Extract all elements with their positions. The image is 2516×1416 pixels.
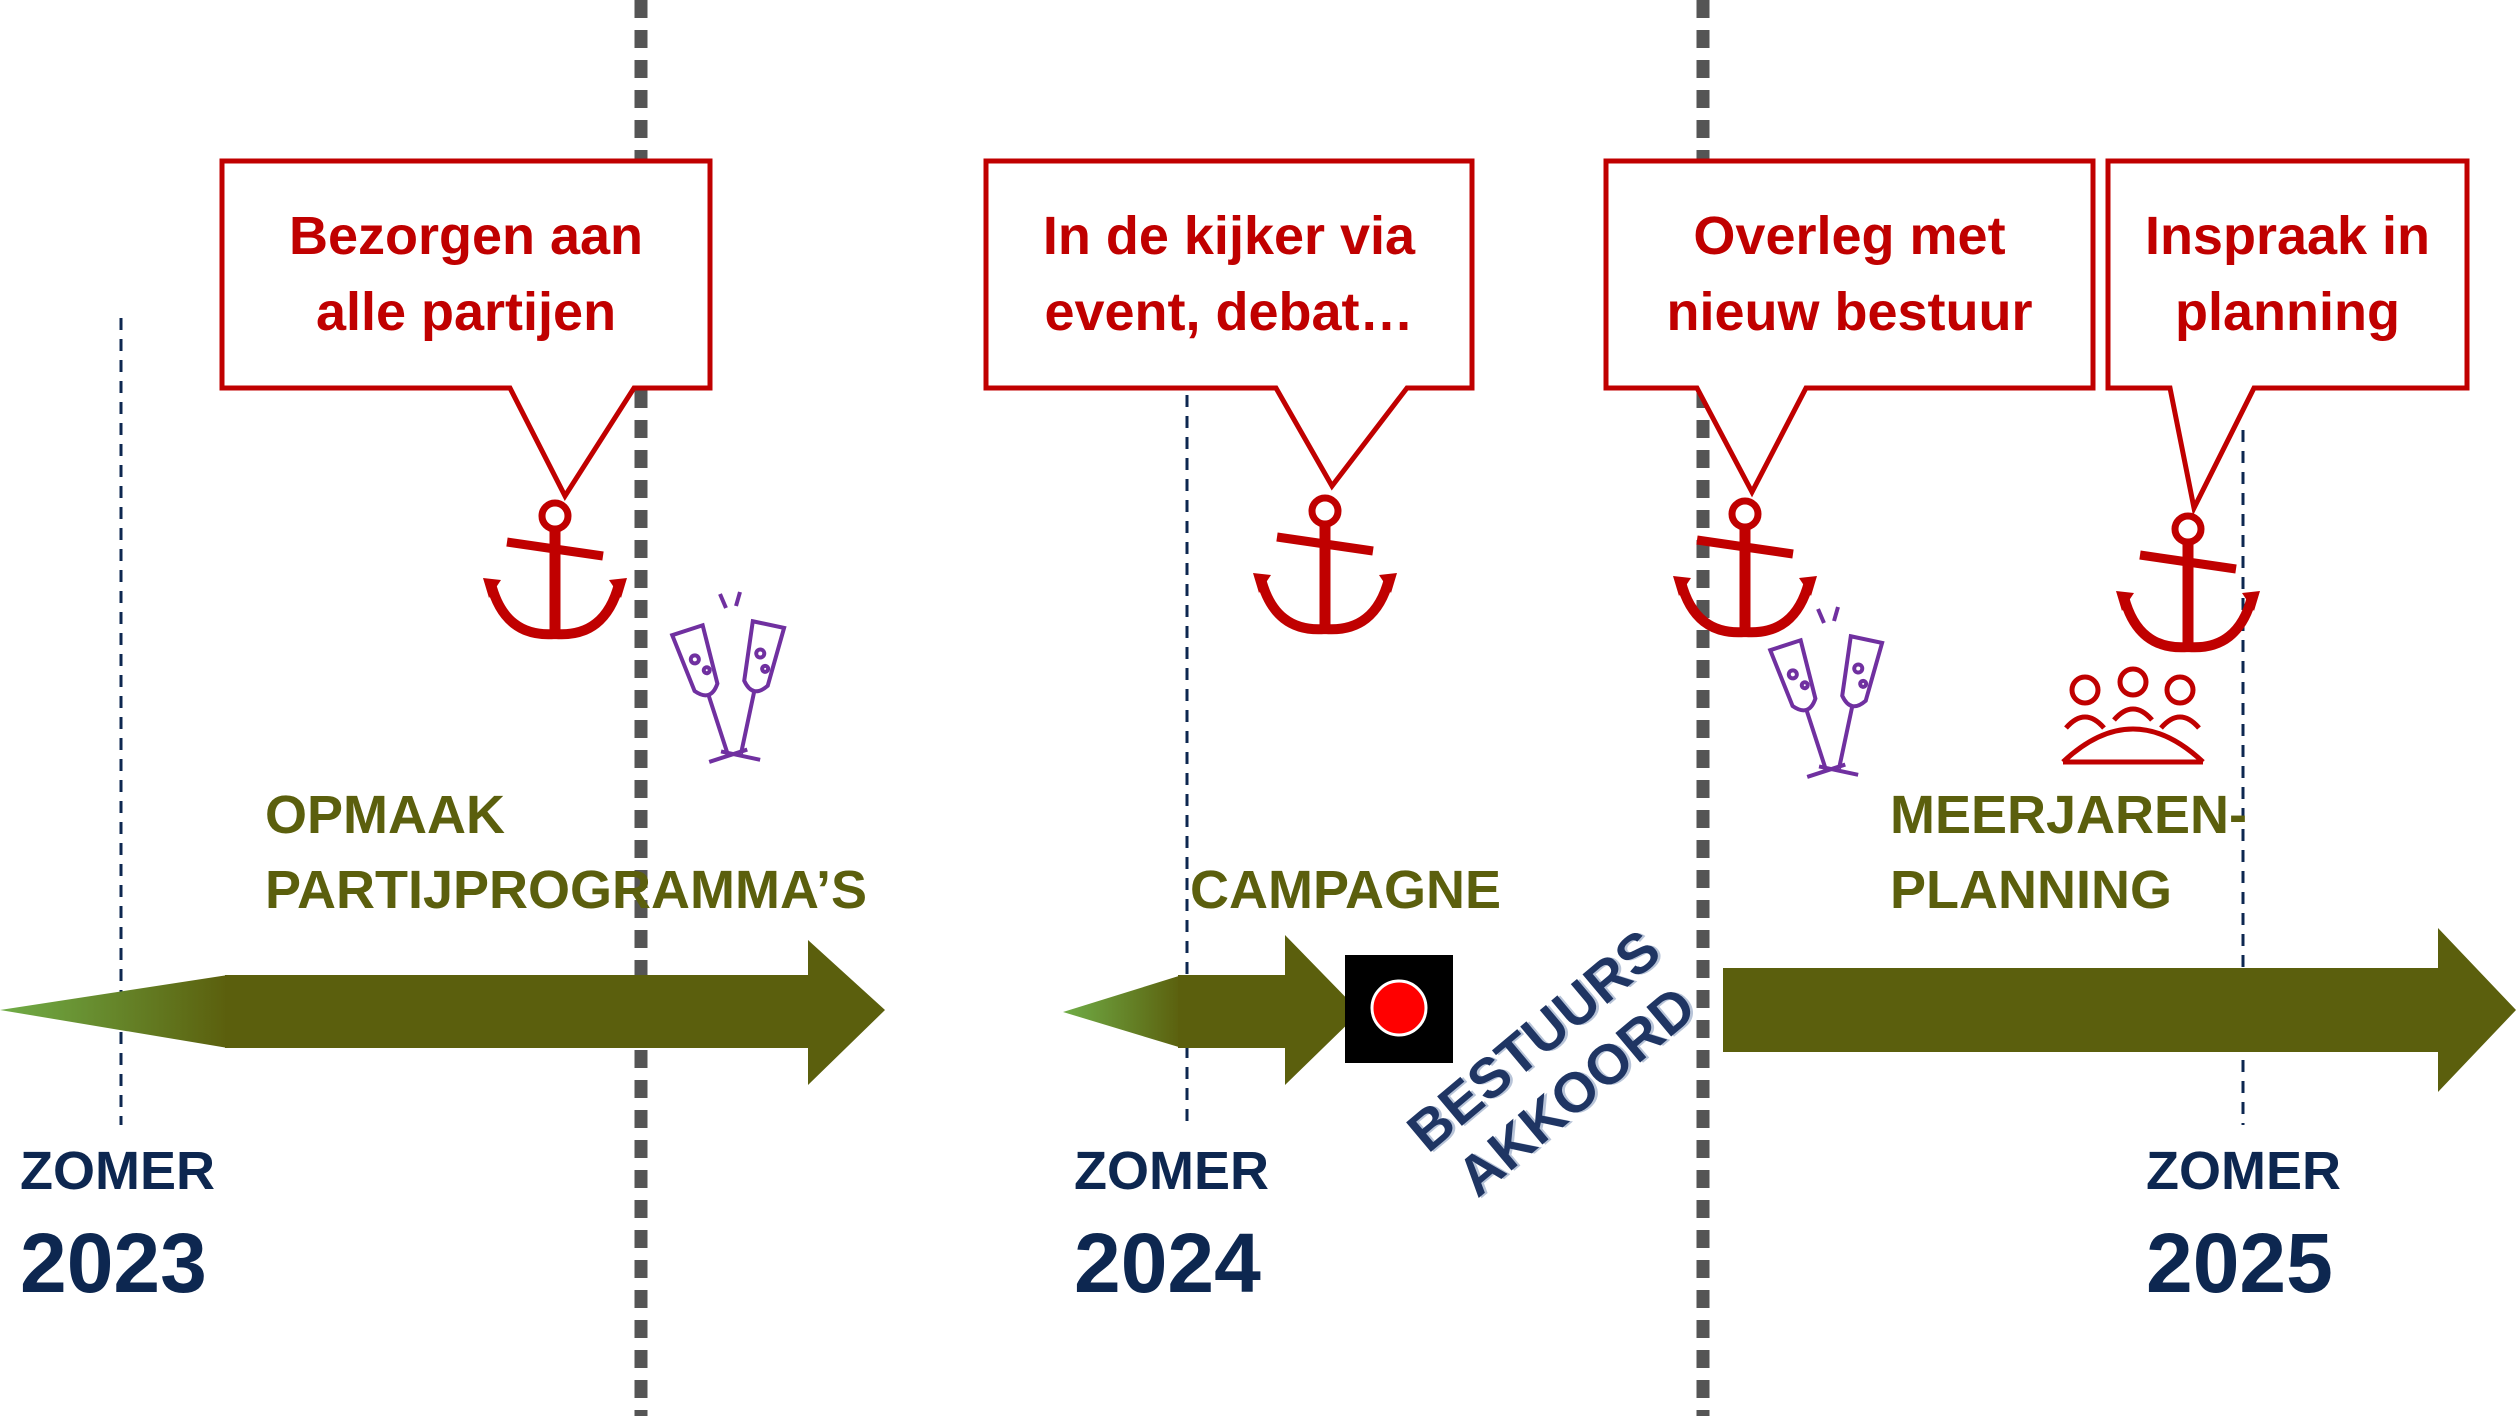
milestone-season: ZOMER [20,1141,215,1201]
callout-text: Overleg met nieuw bestuur [1606,198,2093,350]
champagne-glasses-icon [666,590,791,764]
anchor-icon [483,503,627,634]
callout-line: Overleg met [1693,206,2006,266]
milestone-year: 2025 [2146,1216,2333,1310]
callout-line: event, debat… [1044,282,1414,342]
anchor-icon [2116,516,2260,647]
callout-line: Bezorgen aan [288,206,644,266]
milestone-season: ZOMER [1074,1141,1269,1201]
callout-line: Inspraak in [2144,206,2431,266]
callout-box [219,158,713,502]
callout-box [983,158,1475,491]
phase-line: MEERJAREN- [1890,785,2248,845]
callout-line: planning [2175,282,2400,342]
milestone-season: ZOMER [2146,1141,2341,1201]
callout-text: Inspraak in planning [2108,198,2467,350]
phase-line: PLANNING [1890,860,2172,920]
phase-line: PARTIJPROGRAMMA’S [265,860,868,920]
callout-text: In de kijker via event, debat… [986,198,1472,350]
phase-label-campagne: CAMPAGNE [1190,853,1501,928]
phase-label-opmaak: OPMAAK PARTIJPROGRAMMA’S [265,778,867,928]
anchor-icon [1253,498,1397,629]
callout-line: nieuw bestuur [1666,282,2033,342]
champagne-glasses-icon [1764,605,1889,779]
meeting-people-icon [2061,666,2205,765]
phase-label-meerjarenplanning: MEERJAREN- PLANNING [1890,778,2247,928]
milestone-year: 2023 [20,1216,207,1310]
phase-line: OPMAAK [265,785,505,845]
phase-arrow-meerjarenplanning [1723,928,2516,1092]
callout-line: alle partijen [315,282,617,342]
callout-text: Bezorgen aan alle partijen [222,198,710,350]
callout-line: In de kijker via [1042,206,1416,266]
callout-box [2105,158,2470,516]
election-marker-icon [1345,955,1453,1063]
milestone-year: 2024 [1074,1216,1261,1310]
phase-arrow-campagne [1063,935,1360,1085]
callout-box [1603,158,2096,498]
phase-line: CAMPAGNE [1190,860,1502,920]
anchor-icon [1673,501,1817,632]
phase-arrow-opmaak [0,940,885,1085]
